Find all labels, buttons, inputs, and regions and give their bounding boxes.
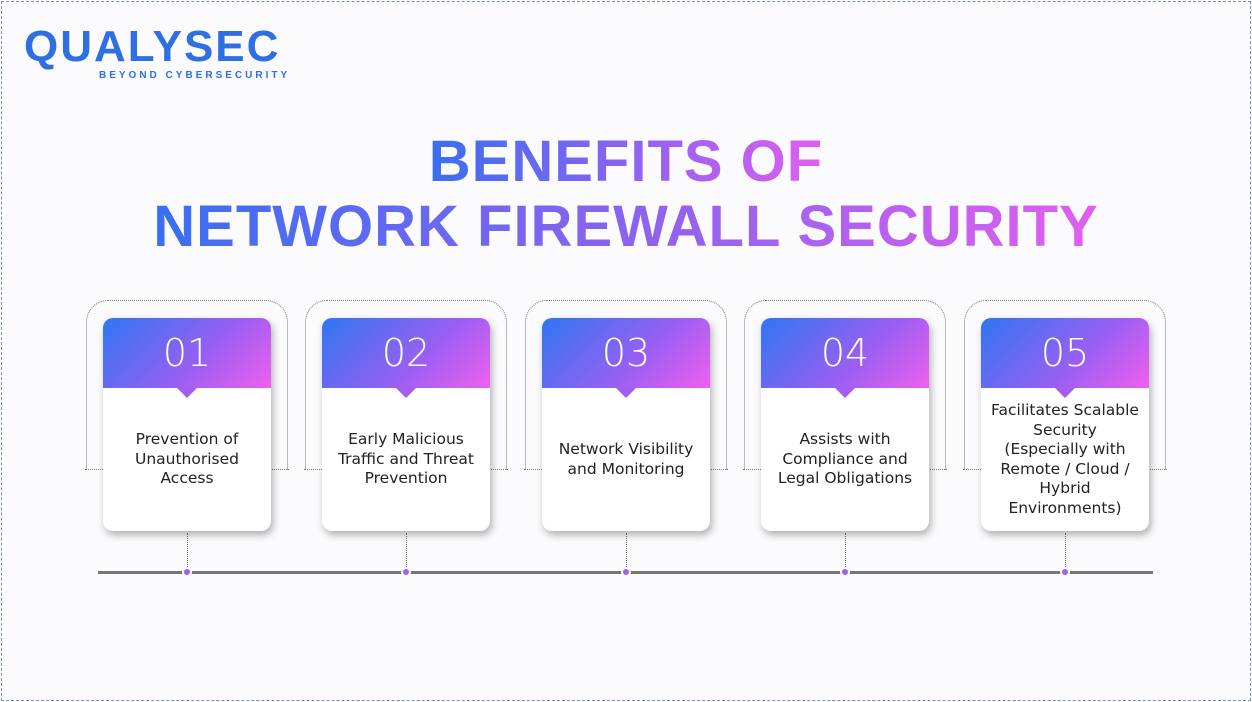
benefit-text: Network Visibility and Monitoring xyxy=(558,440,694,478)
timeline-dot xyxy=(182,567,192,577)
benefit-text: Assists with Compliance and Legal Obliga… xyxy=(777,430,913,488)
page-title-line1: BENEFITS OF xyxy=(428,129,824,194)
connector-line xyxy=(626,533,627,571)
timeline-dot xyxy=(401,567,411,577)
timeline-dot xyxy=(621,567,631,577)
benefit-text: Prevention of Unauthorised Access xyxy=(134,430,239,488)
logo-tagline: BEYOND CYBERSECURITY xyxy=(99,70,291,81)
page-title-line2: NETWORK FIREWALL SECURITY xyxy=(153,194,1099,259)
benefit-card: 03 Network Visibility and Monitoring xyxy=(542,318,710,531)
benefit-number: 04 xyxy=(761,318,929,398)
benefit-card: 01 Prevention of Unauthorised Access xyxy=(103,318,271,531)
benefit-number: 03 xyxy=(542,318,710,398)
timeline-dot xyxy=(1060,567,1070,577)
connector-line xyxy=(406,533,407,571)
timeline-dot xyxy=(840,567,850,577)
benefit-number: 05 xyxy=(981,318,1149,398)
connector-line xyxy=(1065,533,1066,571)
benefit-card: 05 Facilitates Scalable Security (Especi… xyxy=(981,318,1149,531)
benefit-number: 01 xyxy=(103,318,271,398)
connector-line xyxy=(187,533,188,571)
benefit-card: 04 Assists with Compliance and Legal Obl… xyxy=(761,318,929,531)
benefit-number: 02 xyxy=(322,318,490,398)
benefit-text: Facilitates Scalable Security (Especiall… xyxy=(991,401,1139,517)
benefit-card: 02 Early Malicious Traffic and Threat Pr… xyxy=(322,318,490,531)
qualysec-logo: QUALYSEC BEYOND CYBERSECURITY xyxy=(24,22,304,86)
benefit-text: Early Malicious Traffic and Threat Preve… xyxy=(337,430,475,488)
connector-line xyxy=(845,533,846,571)
logo-wordmark: QUALYSEC xyxy=(24,22,281,71)
